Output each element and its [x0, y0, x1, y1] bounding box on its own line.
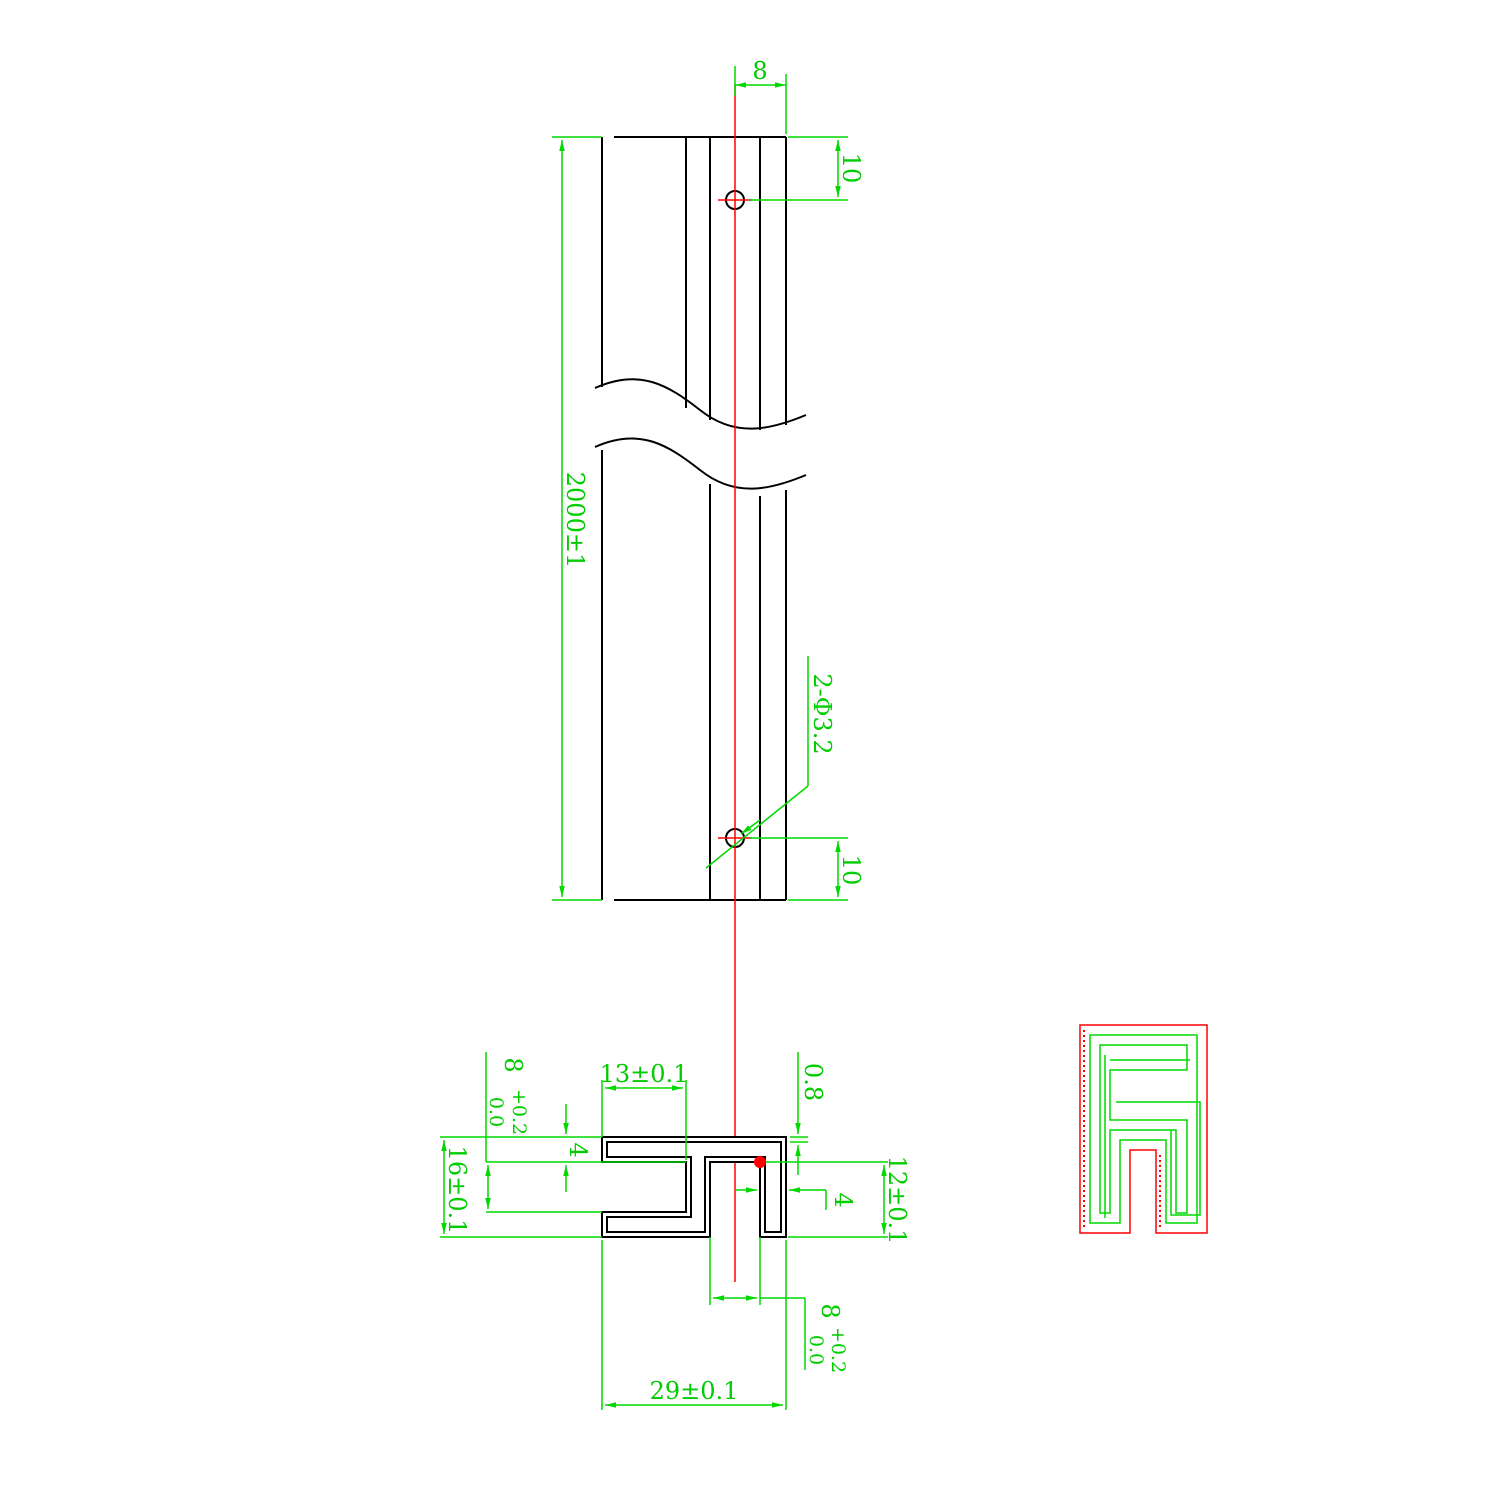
dim-height: 16±0.1 — [443, 1146, 471, 1235]
dim-bottom-tol-minus: 0.0 — [805, 1335, 827, 1365]
dim-bottom-tol-plus: +0.2 — [827, 1327, 849, 1373]
dim-wall: 0.8 — [799, 1063, 827, 1101]
dim-slot-width-top: 13±0.1 — [600, 1060, 689, 1088]
reference-point — [754, 1156, 766, 1168]
dim-hole-callout: 2-Φ3.2 — [808, 673, 836, 754]
side-view — [594, 136, 807, 901]
section-dimensions: 13±0.1 0.8 8 +0.2 0.0 4 16±0.1 12±0.1 — [440, 1052, 911, 1410]
dim-left-tol-minus: 0.0 — [485, 1097, 507, 1127]
dim-left-tol-main: 8 — [499, 1057, 527, 1072]
dim-right-four: 4 — [829, 1192, 857, 1207]
dim-bottom-tol-main: 8 — [816, 1303, 844, 1318]
dim-bottom-hole-dist: 10 — [837, 855, 865, 886]
dim-top-hole-dist: 10 — [837, 153, 865, 184]
side-dimensions: 8 10 10 2000±1 2-Φ3.2 — [552, 57, 865, 901]
profile-outline-preview — [1079, 1024, 1208, 1234]
dim-length: 2000±1 — [561, 472, 589, 568]
dim-right-height: 12±0.1 — [883, 1156, 911, 1245]
dim-left-tol-plus: +0.2 — [508, 1089, 530, 1135]
cross-section — [601, 1136, 787, 1238]
dim-overall-width: 29±0.1 — [650, 1377, 739, 1405]
dim-top-offset: 8 — [752, 57, 767, 85]
dim-left-four: 4 — [564, 1142, 592, 1157]
